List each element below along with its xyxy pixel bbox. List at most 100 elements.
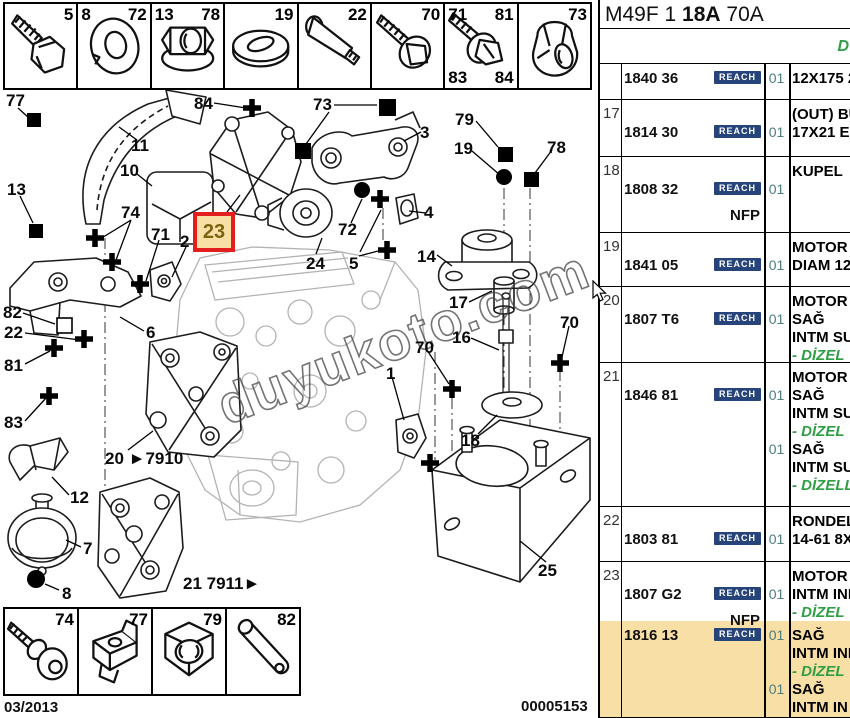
callout-label-70[interactable]: 70 (415, 338, 434, 357)
row-ref-number: 18 (603, 162, 620, 179)
fastener-thumbnail-lock-nut[interactable]: 79 (151, 607, 227, 696)
description: INTM IN (792, 698, 848, 716)
callout-label-4[interactable]: 4 (424, 203, 434, 222)
reach-badge[interactable]: REACH (713, 586, 761, 600)
page-code-suffix: 70A (720, 3, 764, 26)
page-title: M49F 1 18A 70A (600, 0, 850, 29)
fastener-thumbnail-shoulder-bolt[interactable]: 22 (296, 2, 372, 90)
callout-label-72[interactable]: 72 (338, 220, 357, 239)
callout-label-21-7911-[interactable]: 21 7911► (183, 574, 261, 593)
part-number-cell: 1808 32 REACH (600, 181, 764, 198)
callout-label-16[interactable]: 16 (452, 328, 471, 347)
clip-nut-icon (92, 619, 138, 684)
fastener-thumbnail-clip-nut[interactable]: 77 (77, 607, 153, 696)
thumbnail-ref-label: 19 (274, 5, 294, 24)
callout-label-81[interactable]: 81 (4, 356, 23, 375)
column-divider (764, 507, 766, 561)
callout-label-12[interactable]: 12 (70, 488, 89, 507)
callout-label-70[interactable]: 70 (560, 313, 579, 332)
thumbnail-ref-label: 74 (55, 610, 74, 629)
column-divider (789, 64, 791, 99)
callout-label-5[interactable]: 5 (349, 254, 359, 273)
part-number[interactable]: 1841 05 (624, 256, 679, 274)
callout-label-17[interactable]: 17 (449, 293, 468, 312)
callout-label-24[interactable]: 24 (306, 254, 325, 273)
callout-label-3[interactable]: 3 (420, 123, 430, 142)
column-divider (621, 233, 622, 286)
reach-badge[interactable]: REACH (713, 531, 761, 545)
reach-badge[interactable]: REACH (713, 627, 761, 641)
callout-label-18[interactable]: 18 (461, 431, 480, 450)
quantity: 01 (768, 311, 785, 327)
section-header-row: D (600, 29, 850, 64)
callout-label-8[interactable]: 8 (62, 584, 72, 603)
callout-label-14[interactable]: 14 (417, 247, 436, 266)
description: INTM SU (792, 404, 850, 422)
description: INTM SU (792, 328, 850, 346)
callout-label-71[interactable]: 71 (151, 225, 170, 244)
column-divider (764, 64, 766, 99)
reach-badge[interactable]: REACH (713, 181, 761, 195)
column-divider (764, 363, 766, 506)
description: SAĞ (792, 626, 825, 644)
callout-label-79[interactable]: 79 (455, 110, 474, 129)
description: INTM INF (792, 585, 850, 603)
callout-label-11[interactable]: 11 (131, 136, 149, 155)
part-number[interactable]: 1807 T6 (624, 310, 680, 328)
callout-label-10[interactable]: 10 (120, 161, 139, 180)
part-number[interactable]: 1803 81 (624, 530, 679, 548)
callout-label-2[interactable]: 2 (180, 232, 190, 251)
thumbnail-ref-label: 13 (154, 5, 174, 24)
selected-callout-23[interactable]: 23 (193, 212, 235, 252)
callout-label-83[interactable]: 83 (4, 413, 23, 432)
callout-label-22[interactable]: 22 (4, 323, 23, 342)
lock-nut-icon (164, 621, 214, 677)
fastener-thumbnail-screw[interactable]: 70 (369, 2, 446, 90)
row-line: MOTOR (600, 238, 850, 256)
fastener-thumbnail-pin[interactable]: 82 (225, 607, 301, 696)
reach-badge[interactable]: REACH (713, 311, 761, 325)
callout-label-13[interactable]: 13 (7, 180, 26, 199)
bolt-washer-icon (448, 12, 504, 66)
thumbnail-ref-label: 22 (347, 5, 367, 24)
fastener-thumbnail-disc-washer[interactable]: 19 (223, 2, 299, 90)
callout-label-6[interactable]: 6 (146, 323, 156, 342)
callout-label-25[interactable]: 25 (538, 561, 557, 580)
callout-label-19[interactable]: 19 (454, 139, 473, 158)
callout-label-77[interactable]: 77 (6, 91, 25, 110)
reach-badge[interactable]: REACH (713, 70, 761, 84)
part-number[interactable]: 1807 G2 (624, 585, 682, 603)
callout-label-84[interactable]: 84 (194, 94, 213, 113)
callout-label-73[interactable]: 73 (313, 95, 332, 114)
callout-label-78[interactable]: 78 (547, 138, 566, 157)
part-number[interactable]: 1846 81 (624, 386, 679, 404)
callout-label-20-7910[interactable]: 20 ►7910 (105, 449, 184, 468)
reach-badge[interactable]: REACH (713, 124, 761, 138)
part-number[interactable]: 1814 30 (624, 123, 679, 141)
callout-label-82[interactable]: 82 (3, 303, 22, 322)
fastener-thumbnail-hex-bolt[interactable]: 5 (3, 2, 79, 90)
part-number[interactable]: 1808 32 (624, 180, 679, 198)
callout-label-74[interactable]: 74 (121, 203, 140, 222)
part-number[interactable]: 1816 13 (624, 626, 679, 644)
reach-badge[interactable]: REACH (713, 387, 761, 401)
fastener-thumbnail-cap-nut[interactable]: 73 (516, 2, 592, 90)
callout-label-7[interactable]: 7 (83, 539, 93, 558)
fastener-thumbnail-stud-bolt[interactable]: 74 (3, 607, 79, 696)
part-number[interactable]: 1840 36 (624, 69, 679, 87)
document-number: 00005153 (521, 698, 588, 715)
callout-label-1[interactable]: 1 (386, 364, 396, 383)
reach-badge[interactable]: REACH (713, 257, 761, 271)
